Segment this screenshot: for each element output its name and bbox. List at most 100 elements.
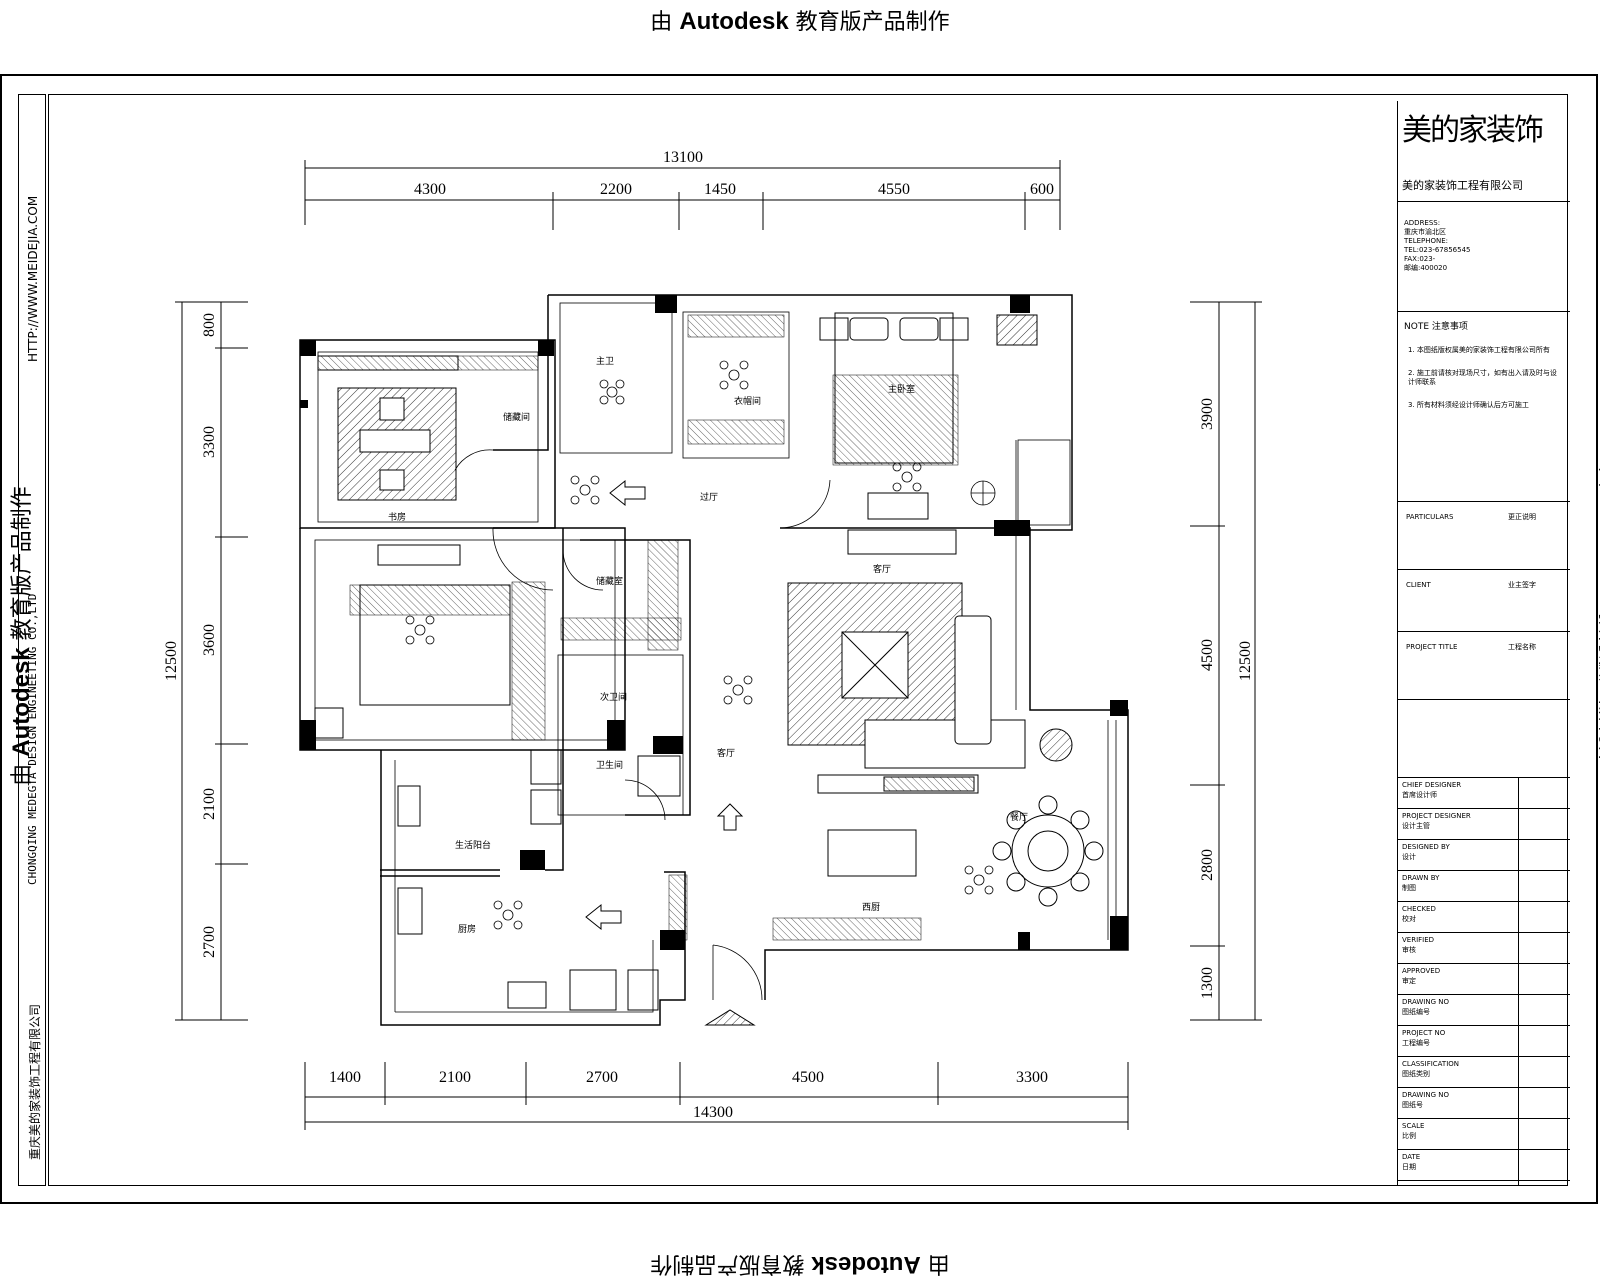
sign-row-line bbox=[1398, 932, 1570, 933]
dimension-bottom bbox=[304, 1062, 1129, 1130]
label-balcony: 生活阳台 bbox=[455, 839, 491, 851]
company-logo: 美的家装饰 bbox=[1402, 113, 1544, 148]
dim-top-2: 2200 bbox=[600, 181, 632, 198]
sign-row-en: SCALE bbox=[1402, 1122, 1425, 1130]
sign-row-zh: 制图 bbox=[1402, 884, 1416, 892]
sign-row-line bbox=[1398, 1149, 1570, 1150]
sign-row-line bbox=[1398, 1025, 1570, 1026]
dim-left-total: 12500 bbox=[163, 641, 180, 681]
sign-row-line bbox=[1398, 1118, 1570, 1119]
label-wardrobe: 储藏室 bbox=[596, 575, 623, 587]
sign-row-en: CLASSIFICATION bbox=[1402, 1060, 1459, 1068]
room-labels: 书房 储藏间 主卫 衣帽间 主卧室 过厅 储藏室 次卫间 卫生间 客厅 客厅 餐… bbox=[388, 355, 1028, 935]
sign-row-zh: 工程编号 bbox=[1402, 1039, 1430, 1047]
living-furniture bbox=[787, 582, 1073, 877]
sign-row-en: DRAWING NO bbox=[1402, 1091, 1449, 1099]
dim-left-3: 3600 bbox=[201, 624, 218, 656]
sign-row-zh: 图纸号 bbox=[1402, 1101, 1423, 1109]
sign-row-en: PROJECT NO bbox=[1402, 1029, 1446, 1037]
sign-row-en: DATE bbox=[1402, 1153, 1421, 1161]
notes-list: 1. 本图纸版权属美的家装饰工程有限公司所有 2. 施工前请核对现场尺寸，如有出… bbox=[1408, 346, 1557, 409]
dim-right-1: 3900 bbox=[1199, 398, 1216, 430]
dim-left-2: 3300 bbox=[201, 426, 218, 458]
dim-bottom-total: 14300 bbox=[693, 1104, 733, 1121]
sign-row-line bbox=[1398, 994, 1570, 995]
dim-top-3: 1450 bbox=[704, 181, 736, 198]
dim-left-4: 2100 bbox=[201, 788, 218, 820]
label-dining: 餐厅 bbox=[1010, 811, 1028, 823]
client-label: CLIENT bbox=[1406, 581, 1431, 589]
wall-columns bbox=[300, 295, 1128, 950]
kitchen-items bbox=[397, 749, 681, 1011]
dimension-top bbox=[304, 160, 1061, 230]
sign-row-en: VERIFIED bbox=[1402, 936, 1435, 944]
second-bed bbox=[314, 544, 546, 741]
sign-row-en: PROJECT DESIGNER bbox=[1402, 812, 1471, 820]
client-value: 业主签字 bbox=[1508, 581, 1536, 589]
dim-bottom-4: 4500 bbox=[792, 1069, 824, 1086]
sign-row-zh: 首席设计师 bbox=[1402, 791, 1437, 799]
label-study: 书房 bbox=[388, 511, 406, 523]
dimension-labels: 13100 4300 2200 1450 4550 600 1400 2100 … bbox=[163, 149, 1254, 1121]
label-living-room: 客厅 bbox=[717, 747, 735, 759]
dim-top-total: 13100 bbox=[663, 149, 703, 166]
sign-row-line bbox=[1398, 1087, 1570, 1088]
sign-row-en: DRAWN BY bbox=[1402, 874, 1440, 882]
label-washroom: 卫生间 bbox=[596, 759, 623, 771]
sign-row-line bbox=[1398, 870, 1570, 871]
dim-bottom-3: 2700 bbox=[586, 1069, 618, 1086]
dim-top-1: 4300 bbox=[414, 181, 446, 198]
door-swings bbox=[454, 449, 831, 1001]
dim-left-5: 2700 bbox=[201, 926, 218, 958]
sign-row-zh: 审核 bbox=[1402, 946, 1416, 954]
dim-bottom-1: 1400 bbox=[329, 1069, 361, 1086]
sign-row-en: DRAWING NO bbox=[1402, 998, 1449, 1006]
dim-right-total: 12500 bbox=[1237, 641, 1254, 681]
sign-row-line bbox=[1398, 1180, 1570, 1181]
ceiling-lights bbox=[405, 360, 996, 930]
inner-frame bbox=[48, 94, 1568, 1186]
left-info-strip bbox=[18, 94, 46, 1186]
particulars-label: PARTICULARS bbox=[1406, 513, 1454, 521]
dim-right-2: 4500 bbox=[1199, 639, 1216, 671]
watermark-top: 由 Autodesk 教育版产品制作 bbox=[650, 8, 950, 35]
sign-row-zh: 图纸类别 bbox=[1402, 1070, 1430, 1078]
master-bed bbox=[819, 312, 1038, 555]
sign-row-zh: 图纸编号 bbox=[1402, 1008, 1430, 1016]
sign-row-zh: 设计主管 bbox=[1402, 822, 1430, 830]
sign-row-en: DESIGNED BY bbox=[1402, 843, 1450, 851]
sign-row-line bbox=[1398, 963, 1570, 964]
sign-row-en: APPROVED bbox=[1402, 967, 1441, 975]
dim-top-5: 600 bbox=[1030, 181, 1054, 198]
dim-bottom-2: 2100 bbox=[439, 1069, 471, 1086]
sign-row-line bbox=[1398, 1056, 1570, 1057]
sign-row-line bbox=[1398, 808, 1570, 809]
sign-row-zh: 校对 bbox=[1402, 915, 1416, 923]
label-master-bath: 主卫 bbox=[596, 355, 614, 367]
sign-row-line bbox=[1398, 901, 1570, 902]
sign-row-line bbox=[1398, 839, 1570, 840]
company-name: 美的家装饰工程有限公司 bbox=[1402, 179, 1523, 192]
sign-row-zh: 设计 bbox=[1402, 853, 1416, 861]
dimension-left bbox=[175, 301, 248, 1021]
label-storage: 储藏间 bbox=[503, 411, 530, 423]
dim-left-1: 800 bbox=[201, 313, 218, 337]
outer-frame bbox=[0, 74, 1598, 1204]
arrows bbox=[585, 479, 756, 1026]
label-master-bedroom: 主卧室 bbox=[888, 383, 915, 395]
address-block: ADDRESS: 重庆市渝北区 TELEPHONE: TEL:023-67856… bbox=[1404, 219, 1471, 272]
dim-right-3: 2800 bbox=[1199, 849, 1216, 881]
dim-bottom-5: 3300 bbox=[1016, 1069, 1048, 1086]
sign-row-en: CHECKED bbox=[1402, 905, 1436, 913]
title-block: 美的家装饰 美的家装饰工程有限公司 ADDRESS: 重庆市渝北区 TELEPH… bbox=[1397, 101, 1570, 1186]
label-guest-bath: 次卫间 bbox=[600, 691, 627, 703]
dim-right-4: 1300 bbox=[1199, 967, 1216, 999]
label-cloakroom: 衣帽间 bbox=[734, 395, 761, 407]
label-western-kitchen: 西厨 bbox=[862, 902, 880, 913]
dim-top-4: 4550 bbox=[878, 181, 910, 198]
dimension-right bbox=[1190, 301, 1262, 1021]
sign-row-zh: 比例 bbox=[1402, 1132, 1416, 1140]
project-title-label: PROJECT TITLE bbox=[1406, 643, 1458, 651]
label-tv: 客厅 bbox=[873, 563, 891, 575]
